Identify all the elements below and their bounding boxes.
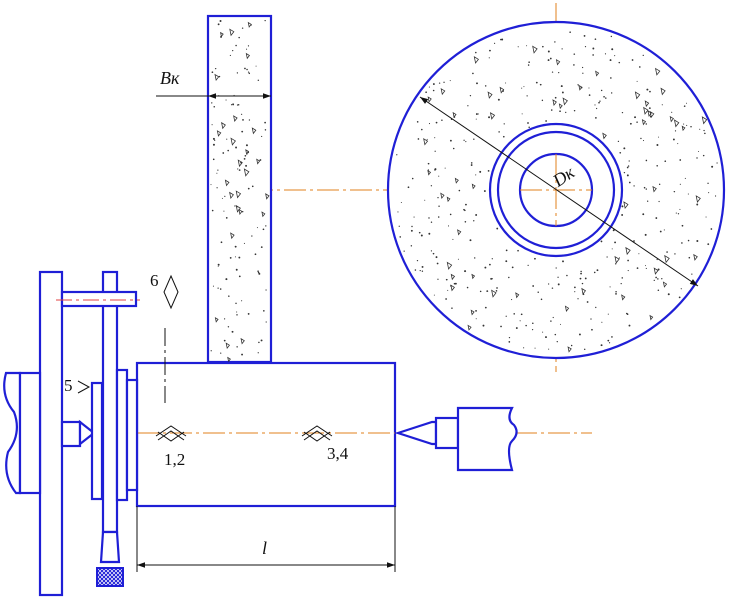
headstock [3,270,140,597]
measure-point-12-label: 1,2 [164,450,185,469]
wheel-side-body [206,14,273,364]
support-6-diamond-icon [163,274,179,310]
tailstock-center-point [394,420,438,446]
wheel-width-label: Bк [160,68,180,88]
grinding-wheel-side-view [206,14,273,364]
support-5-wedge-icon [77,380,91,394]
headstock-spindle-body [3,371,22,495]
length-label: l [262,538,267,558]
faceplate [38,270,64,597]
driver-pin [60,290,138,308]
tailstock-quill [434,416,460,450]
driver-dog-lever [101,270,119,534]
headstock-center-point [78,419,96,447]
measure-point-34-label: 3,4 [327,444,349,463]
driver-dog-clamp [115,368,129,502]
driver-dog-left-plate [90,381,104,501]
tailstock-body [456,406,518,472]
tailstock [394,406,518,472]
support-6-label: 6 [150,271,159,290]
support-5-label: 5 [64,376,73,395]
measure-point-12-icon [155,425,187,442]
measure-point-34-icon [301,425,333,442]
wheel-side-grain [210,19,270,363]
wheel-diameter-dimension-line [419,96,699,287]
driver-dog-screw-shank [99,530,121,564]
driver-dog-collar [125,378,139,492]
headstock-center-shank [60,420,82,448]
spindle-flange [18,371,42,495]
knurl-pattern [97,568,123,586]
